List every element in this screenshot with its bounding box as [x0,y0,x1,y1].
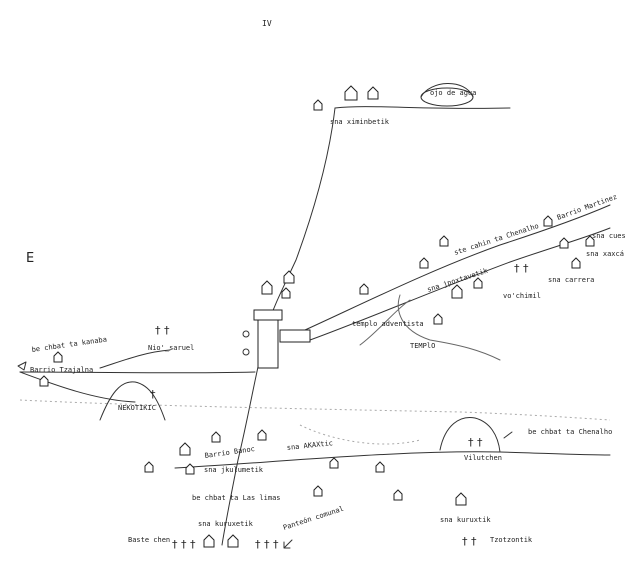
svg-text:† † †: † † † [255,538,279,551]
label-nekotikic: NEKOTIKIC [118,404,156,412]
hut [53,351,63,363]
hut [439,235,449,247]
label-sna-jkulumetik: sna jkulumetik [204,466,264,474]
hut [433,313,443,325]
label-barrio-martinez: Barrio Martinez [556,193,618,222]
hut [344,85,358,101]
road-southeast [174,451,611,469]
road-west [19,371,256,374]
label-sna-kuruxetik: sna kuruxetik [198,520,254,528]
hills [99,83,501,453]
hut [375,461,385,473]
label-vo-chimil: vo'chimil [503,292,541,300]
road-west-lower [19,371,136,403]
compass-east-marker: E [26,251,34,266]
label-tzotzontik: Tzotzontik [490,536,533,544]
label-sna-cuesta: sna cuesta [592,232,626,240]
hut [313,99,323,111]
arrow-west [17,361,27,371]
hut [571,257,581,269]
hut [359,283,369,295]
faint-paths [19,294,611,445]
label-barrio-tzajalna: Barrio Tzajalna [30,366,93,374]
page-mark: IV [262,19,272,28]
hut [585,235,595,247]
hut [211,431,221,443]
svg-text:† †: † † [468,436,483,449]
arrow-east [503,431,513,439]
hut [329,457,339,469]
svg-text:† †: † † [514,262,529,275]
hut [455,492,467,506]
hut [185,463,195,475]
label-sna-ximinbetik: sna ximinbetik [330,118,390,126]
svg-text:† † †: † † † [172,538,196,551]
hut [203,534,215,548]
label-baste-chen: Baste chen [128,536,170,544]
hut [257,429,267,441]
svg-text:† †: † † [462,535,477,548]
hut [367,86,379,100]
central-church [242,309,311,369]
label-templo-adventista: templo adventista [352,320,424,328]
hut [227,534,239,548]
label-be-chbat-ta-las-limas: be chbat ta Las limas [192,494,281,502]
label-barrio-banoc: Barrio Banoc [204,445,255,460]
cemetery-crosses: † † † † † † † † † † † † † † † [150,262,529,551]
hut [473,277,483,289]
hut [451,284,463,299]
svg-text:† †: † † [155,324,170,337]
road-top [334,106,511,109]
hut [313,485,323,497]
road-northeast-b [309,227,611,341]
hut [559,237,569,249]
roads [19,106,611,546]
label-be-chbat-ta-chenalho: be chbat ta Chenalho [528,428,612,436]
road-north-south [267,107,336,326]
label-nio-sanuel: Nio'_saruel [148,344,194,352]
label-templo: TEMPlO [410,342,435,350]
label-pantheon-comunal: Panteón comunal [282,505,345,532]
label-vilutchen: Vilutchen [464,454,502,462]
hut [283,270,295,284]
hut [179,442,191,456]
label-ojo-de-agua: ojo de agua [430,89,476,97]
hut [393,489,403,501]
road-northeast-a [304,204,611,331]
label-sna-carrera: sna carrera [548,276,594,284]
svg-text:†: † [150,388,156,401]
hut [144,461,154,473]
huts [39,85,595,548]
label-be-chbat-ta-kanaba: be chbat ta kanaba [31,336,107,354]
hut [261,280,273,295]
label-ste-cahin-chenalho: ste cahin ta Chenalho [453,222,540,257]
arrow-southeast [283,539,293,549]
hut [281,287,291,299]
label-sna-xaxca: sna xaxcá [586,250,624,258]
label-sna-akaxtic: sna AKAXtic [286,439,333,452]
hut [543,215,553,227]
label-sna-kuruxtik: sna kuruxtik [440,516,491,524]
hut [419,257,429,269]
road-nio-sanuel [99,349,171,369]
hut [39,375,49,387]
